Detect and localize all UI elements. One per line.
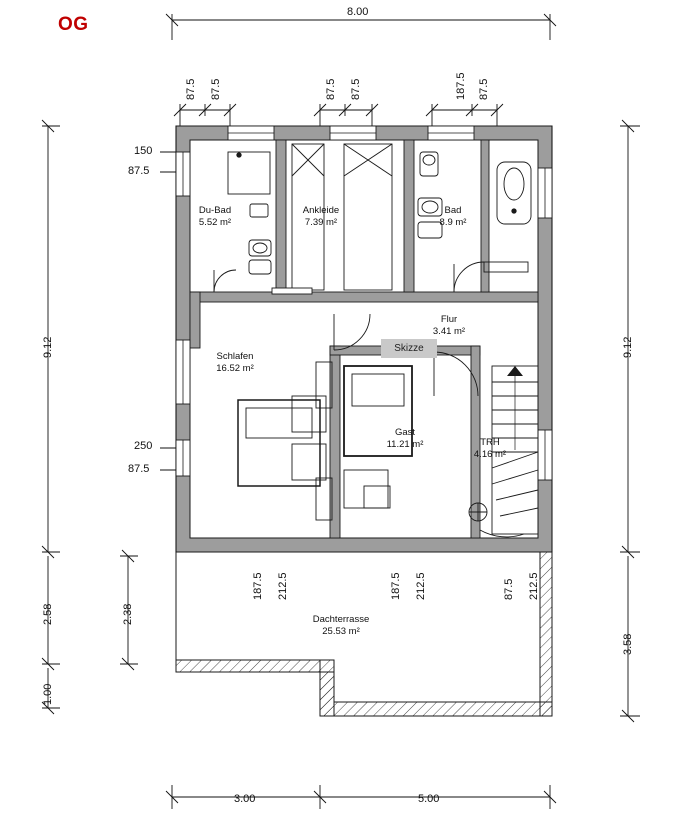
dim-top-6: 87.5	[478, 78, 490, 100]
dim-top-5: 187.5	[455, 72, 467, 100]
dim-bottom-3: 187.5	[390, 572, 402, 600]
dim-right-358: 3.58	[622, 633, 634, 655]
dim-left-912: 9.12	[42, 336, 54, 358]
dim-left-150: 150	[134, 145, 153, 157]
walls	[175, 125, 553, 553]
room-schlafen: Schlafen 16.52 m²	[198, 351, 272, 375]
fixtures	[213, 143, 539, 538]
room-name: TRH	[480, 437, 500, 448]
dim-left-250: 250	[134, 440, 153, 452]
dim-top-4: 87.5	[350, 78, 362, 100]
dim-left-875-a: 87.5	[128, 165, 150, 177]
dim-left-100: 1.00	[42, 683, 54, 705]
dim-left-258: 2.58	[42, 603, 54, 625]
room-du-bad: Du-Bad 5.52 m²	[184, 205, 246, 229]
room-trh: TRH 4.16 m²	[462, 437, 518, 461]
dim-top-2: 87.5	[210, 78, 222, 100]
dim-left-238: 2.38	[122, 603, 134, 625]
room-ankleide: Ankleide 7.39 m²	[290, 205, 352, 229]
room-name: Dachterrasse	[312, 614, 370, 625]
dim-bottom-5: 87.5	[503, 578, 515, 600]
dim-right-912: 9.12	[622, 336, 634, 358]
room-name: Bad	[444, 205, 462, 216]
dachterrasse	[175, 551, 553, 717]
room-name: Flur	[440, 314, 458, 325]
dim-bottom-4: 212.5	[415, 572, 427, 600]
room-name: Schlafen	[216, 351, 254, 362]
room-bad: Bad 8.9 m²	[422, 205, 484, 229]
skizze-badge: Skizze	[381, 339, 437, 358]
room-dachterrasse: Dachterrasse 25.53 m²	[300, 614, 382, 638]
room-area: 5.52 m²	[198, 216, 232, 228]
room-area: 25.53 m²	[322, 625, 360, 637]
room-name: Ankleide	[302, 205, 340, 216]
room-area: 16.52 m²	[216, 362, 254, 374]
room-area: 3.41 m²	[432, 325, 466, 337]
dim-bottom-2: 212.5	[277, 572, 289, 600]
floor-label: OG	[58, 14, 89, 35]
dim-top-1: 87.5	[185, 78, 197, 100]
room-area: 8.9 m²	[439, 216, 467, 228]
dim-bottom-300: 3.00	[234, 793, 256, 805]
dim-left-875-b: 87.5	[128, 463, 150, 475]
room-gast: Gast 11.21 m²	[374, 427, 436, 451]
room-name: Gast	[394, 427, 416, 438]
room-area: 7.39 m²	[304, 216, 338, 228]
room-area: 11.21 m²	[386, 438, 424, 450]
room-area: 4.16 m²	[473, 448, 507, 460]
room-name: Du-Bad	[198, 205, 232, 216]
dim-bottom-500: 5.00	[418, 793, 440, 805]
room-flur: Flur 3.41 m²	[418, 314, 480, 338]
dim-top-3: 87.5	[325, 78, 337, 100]
dim-bottom-6: 212.5	[528, 572, 540, 600]
dim-bottom-1: 187.5	[252, 572, 264, 600]
dim-top-overall: 8.00	[347, 6, 369, 18]
